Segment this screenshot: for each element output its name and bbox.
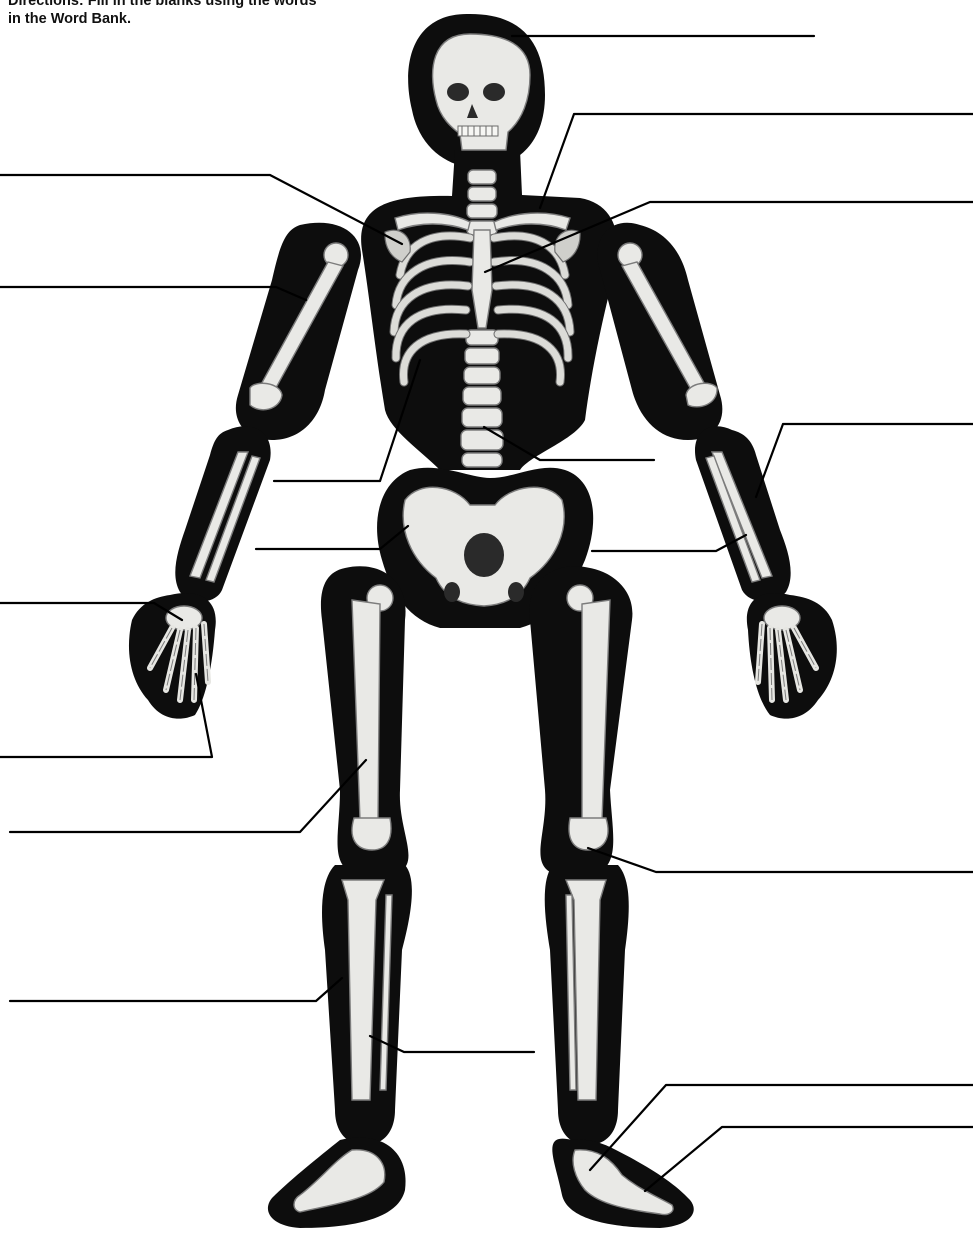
blank-line-radius — [756, 424, 973, 497]
blank-line-tibia — [10, 978, 342, 1001]
blank-line-ulna — [592, 535, 746, 551]
blank-line-humerus — [0, 287, 306, 300]
blank-line-femur — [10, 760, 366, 832]
blank-line-patella — [588, 848, 973, 872]
blank-line-clavicle — [540, 114, 973, 208]
blank-line-phalanges-foot — [645, 1127, 973, 1191]
